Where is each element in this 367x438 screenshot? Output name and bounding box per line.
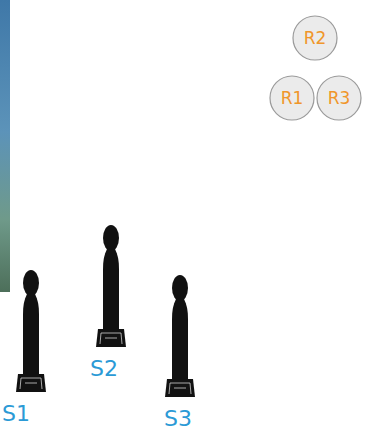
speaker-figure: S2 xyxy=(90,225,150,390)
circle-outline xyxy=(317,76,361,120)
speaker-silhouette xyxy=(162,275,198,400)
receiver-circle: R2 xyxy=(292,15,338,61)
speaker-base xyxy=(16,374,46,392)
receiver-label: R1 xyxy=(281,90,304,107)
speaker-base xyxy=(165,379,195,397)
speaker-head xyxy=(23,270,39,296)
speaker-base-edge xyxy=(100,333,122,344)
photo-strip xyxy=(0,0,10,292)
speaker-label: S2 xyxy=(90,358,118,380)
speaker-figure: S1 xyxy=(2,270,62,435)
speaker-silhouette xyxy=(93,225,129,350)
circle-outline xyxy=(293,16,337,60)
speaker-figure: S3 xyxy=(162,275,222,438)
speaker-head xyxy=(103,225,119,251)
receiver-label: R3 xyxy=(328,90,351,107)
circle-outline xyxy=(270,76,314,120)
receiver-circle: R3 xyxy=(316,75,362,121)
speaker-label: S3 xyxy=(164,408,192,430)
speaker-body xyxy=(172,299,188,379)
speaker-body xyxy=(23,294,39,374)
speaker-silhouette xyxy=(13,270,49,395)
receiver-circle: R1 xyxy=(269,75,315,121)
speaker-base xyxy=(96,329,126,347)
speaker-head xyxy=(172,275,188,301)
speaker-body xyxy=(103,249,119,329)
speaker-base-edge xyxy=(169,383,191,394)
speaker-base-edge xyxy=(20,378,42,389)
receiver-label: R2 xyxy=(304,30,327,47)
speaker-label: S1 xyxy=(2,403,30,425)
